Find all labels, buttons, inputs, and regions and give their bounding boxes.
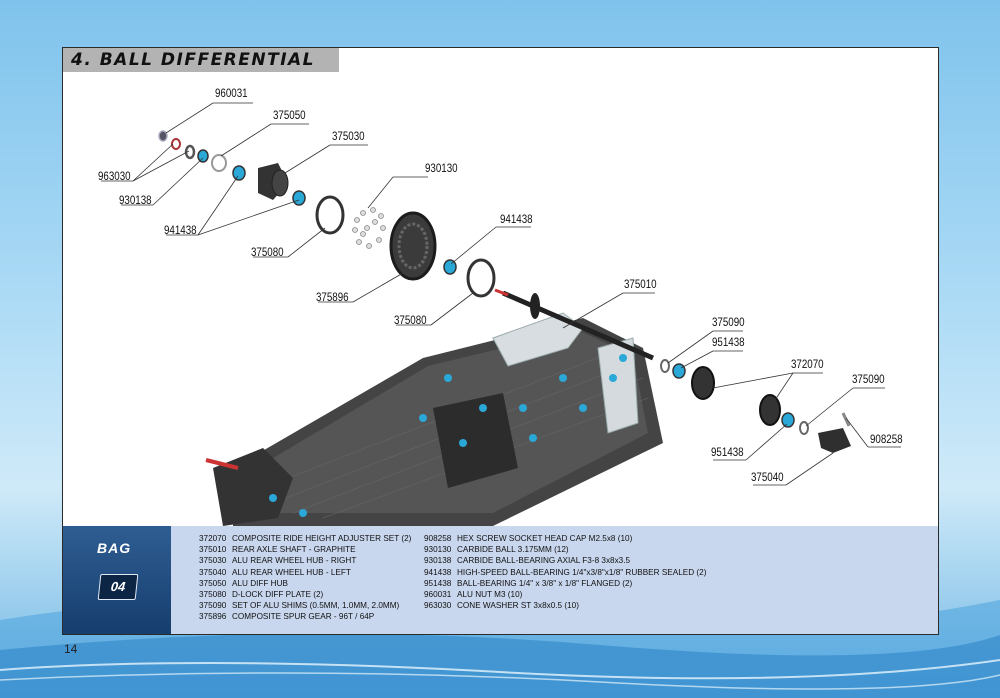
part-description: BALL-BEARING 1/4" x 3/8" x 1/8" FLANGED … — [457, 578, 633, 588]
instruction-page: 4. BALL DIFFERENTIAL — [62, 47, 939, 635]
section-title-bar: 4. BALL DIFFERENTIAL — [63, 48, 339, 72]
part-description: ALU REAR WHEEL HUB - LEFT — [232, 567, 351, 577]
part-number: 375080 — [199, 590, 227, 600]
callout-930138: 930138 — [119, 195, 152, 207]
callout-375050: 375050 — [273, 110, 306, 122]
parts-row: 908258 HEX SCREW SOCKET HEAD CAP M2.5x8 (… — [424, 533, 706, 544]
parts-list-band: BAG 04 372070 COMPOSITE RIDE HEIGHT ADJUS… — [63, 526, 938, 634]
page-number: 14 — [64, 642, 78, 656]
part-number: 963030 — [424, 601, 452, 611]
part-number: 375896 — [199, 612, 227, 622]
callout-372070: 372070 — [791, 359, 824, 371]
callout-908258: 908258 — [870, 434, 903, 446]
exploded-diagram — [101, 102, 901, 526]
part-description: REAR AXLE SHAFT - GRAPHITE — [232, 545, 356, 555]
part-description: CONE WASHER ST 3x8x0.5 (10) — [457, 601, 579, 611]
parts-row: 375040 ALU REAR WHEEL HUB - LEFT — [199, 567, 411, 578]
part-number: 951438 — [424, 578, 452, 588]
callout-941438-left: 941438 — [164, 225, 197, 237]
parts-list-right: 908258 HEX SCREW SOCKET HEAD CAP M2.5x8 (… — [424, 533, 706, 611]
callout-375030: 375030 — [332, 131, 365, 143]
part-description: ALU REAR WHEEL HUB - RIGHT — [232, 556, 357, 566]
diff-parts — [158, 130, 851, 453]
parts-row: 930138 CARBIDE BALL-BEARING AXIAL F3-8 3x… — [424, 555, 706, 566]
part-number: 930138 — [424, 556, 452, 566]
callout-375090-lower: 375090 — [852, 374, 885, 386]
part-description: CARBIDE BALL 3.175MM (12) — [457, 545, 569, 555]
parts-row: 372070 COMPOSITE RIDE HEIGHT ADJUSTER SET… — [199, 533, 411, 544]
parts-row: 941438 HIGH-SPEED BALL-BEARING 1/4"x3/8"x… — [424, 567, 706, 578]
part-number: 930130 — [424, 545, 452, 555]
parts-row: 375010 REAR AXLE SHAFT - GRAPHITE — [199, 544, 411, 555]
part-number: 375040 — [199, 567, 227, 577]
part-number: 375050 — [199, 578, 227, 588]
parts-list-left: 372070 COMPOSITE RIDE HEIGHT ADJUSTER SET… — [199, 533, 411, 623]
parts-row: 375050 ALU DIFF HUB — [199, 578, 411, 589]
parts-row: 375896 COMPOSITE SPUR GEAR - 96T / 64P — [199, 611, 411, 622]
callout-963030: 963030 — [98, 171, 131, 183]
callout-375080-upper: 375080 — [251, 247, 284, 259]
part-description: COMPOSITE SPUR GEAR - 96T / 64P — [232, 612, 375, 622]
callout-375040: 375040 — [751, 472, 784, 484]
part-description: HEX SCREW SOCKET HEAD CAP M2.5x8 (10) — [457, 534, 633, 543]
part-number: 941438 — [424, 567, 452, 577]
bag-panel: BAG 04 — [63, 526, 171, 634]
part-number: 372070 — [199, 534, 227, 543]
part-description: ALU NUT M3 (10) — [457, 590, 523, 600]
part-description: CARBIDE BALL-BEARING AXIAL F3-8 3x8x3.5 — [457, 556, 631, 566]
callout-375090-upper: 375090 — [712, 317, 745, 329]
part-description: ALU DIFF HUB — [232, 578, 288, 588]
callout-375010: 375010 — [624, 279, 657, 291]
callout-951438-lower: 951438 — [711, 447, 744, 459]
section-title: 4. BALL DIFFERENTIAL — [71, 50, 316, 70]
callout-375080-lower: 375080 — [394, 315, 427, 327]
part-number: 375010 — [199, 545, 227, 555]
part-number: 375090 — [199, 601, 227, 611]
callout-375896: 375896 — [316, 292, 349, 304]
part-description: SET OF ALU SHIMS (0.5MM, 1.0MM, 2.0MM) — [232, 601, 400, 611]
part-description: D-LOCK DIFF PLATE (2) — [232, 590, 324, 600]
parts-row: 960031 ALU NUT M3 (10) — [424, 589, 706, 600]
parts-row: 963030 CONE WASHER ST 3x8x0.5 (10) — [424, 600, 706, 611]
callout-960031: 960031 — [215, 88, 248, 100]
parts-row: 375030 ALU REAR WHEEL HUB - RIGHT — [199, 555, 411, 566]
parts-row: 375090 SET OF ALU SHIMS (0.5MM, 1.0MM, 2.… — [199, 600, 411, 611]
part-description: HIGH-SPEED BALL-BEARING 1/4"x3/8"x1/8" R… — [457, 567, 707, 577]
bag-label: BAG — [97, 540, 132, 556]
bag-number: 04 — [97, 574, 139, 600]
part-number: 375030 — [199, 556, 227, 566]
rear-axle-shaft — [494, 288, 654, 361]
part-number: 908258 — [424, 534, 452, 543]
parts-row: 951438 BALL-BEARING 1/4" x 3/8" x 1/8" FL… — [424, 578, 706, 589]
chassis-illustration — [205, 312, 663, 526]
part-description: COMPOSITE RIDE HEIGHT ADJUSTER SET (2) — [232, 534, 412, 543]
callout-951438-upper: 951438 — [712, 337, 745, 349]
parts-row: 930130 CARBIDE BALL 3.175MM (12) — [424, 544, 706, 555]
callout-941438-right: 941438 — [500, 214, 533, 226]
part-number: 960031 — [424, 590, 452, 600]
leader-lines — [101, 102, 901, 486]
callout-930130: 930130 — [425, 163, 458, 175]
parts-row: 375080 D-LOCK DIFF PLATE (2) — [199, 589, 411, 600]
